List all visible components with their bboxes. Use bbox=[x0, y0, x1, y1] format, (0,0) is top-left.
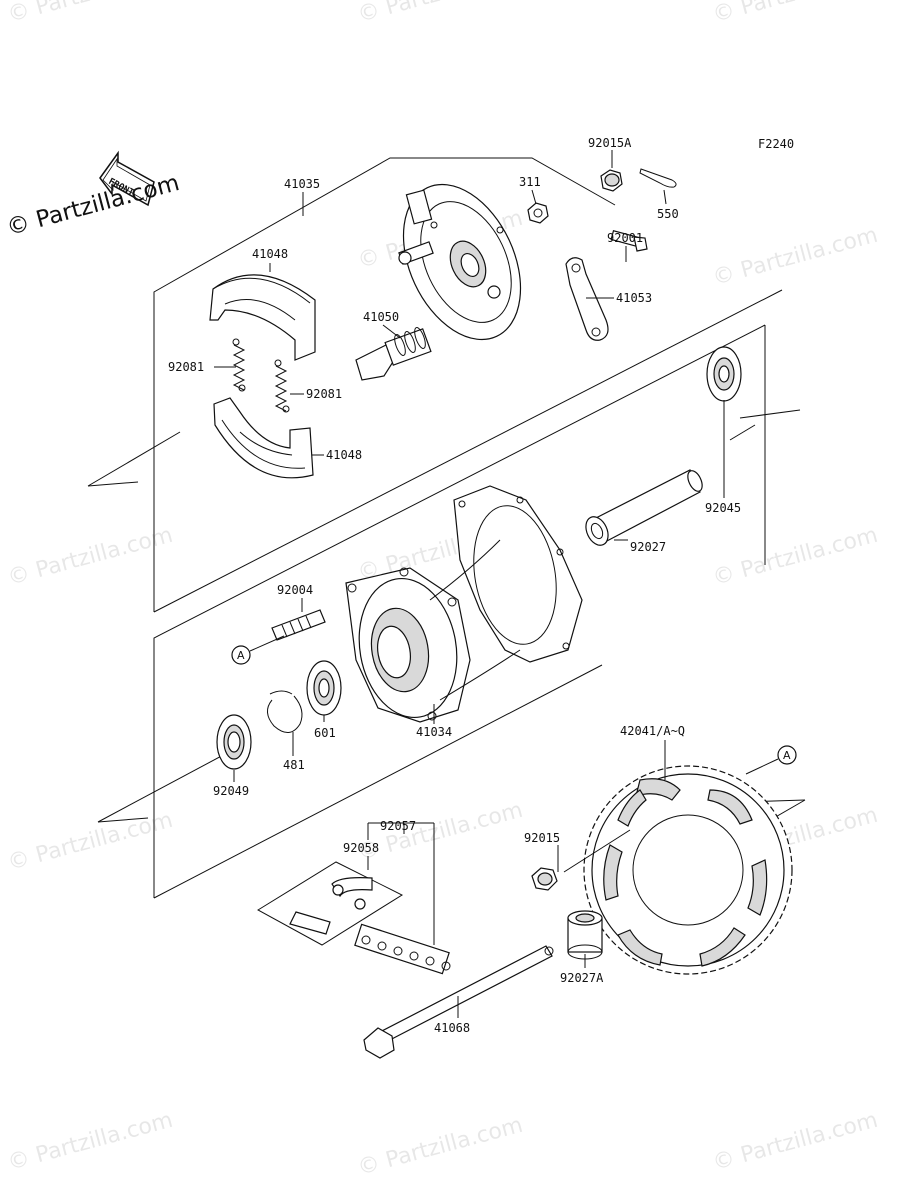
brake-shoe-bottom bbox=[213, 397, 314, 479]
watermark-text: © Partzilla.com bbox=[5, 1108, 175, 1176]
part-label-92081-right: 92081 bbox=[306, 387, 342, 401]
watermark-text: © Partzilla.com bbox=[710, 0, 880, 28]
brake-assembly-frame bbox=[87, 157, 783, 613]
brake-shoe-top bbox=[209, 274, 316, 361]
part-label-92057: 92057 bbox=[380, 819, 416, 833]
callout-a-label: A bbox=[237, 649, 245, 662]
bolt-92001-icon bbox=[610, 230, 648, 252]
collar-92027a-icon bbox=[567, 910, 603, 960]
nut-311-icon bbox=[527, 202, 549, 224]
part-label-311: 311 bbox=[519, 175, 541, 189]
part-label-92027a: 92027A bbox=[560, 971, 604, 985]
part-label-92004: 92004 bbox=[277, 583, 313, 597]
part-label-41048-top: 41048 bbox=[252, 247, 288, 261]
part-label-41050: 41050 bbox=[363, 310, 399, 324]
rear-hub-41034 bbox=[345, 485, 583, 723]
watermark-text: © Partzilla.com bbox=[5, 523, 175, 591]
part-label-42041: 42041/A~Q bbox=[620, 724, 685, 738]
watermark-text: © Partzilla.com bbox=[355, 1113, 525, 1181]
part-label-41035: 41035 bbox=[284, 177, 320, 191]
stud-92004-icon bbox=[271, 609, 326, 641]
figure-code: F2240 bbox=[758, 137, 794, 151]
leader-lines bbox=[214, 150, 725, 1018]
part-label-92045: 92045 bbox=[705, 501, 741, 515]
bearing-92045-icon bbox=[706, 346, 742, 402]
part-label-92081-left: 92081 bbox=[168, 360, 204, 374]
part-label-601: 601 bbox=[314, 726, 336, 740]
chain-joint-92058 bbox=[257, 861, 404, 946]
brake-lever-41053 bbox=[565, 257, 609, 341]
collar-92027-icon bbox=[585, 469, 703, 546]
hub-assembly-frame bbox=[97, 324, 806, 899]
part-label-481: 481 bbox=[283, 758, 305, 772]
oil-seal-92049-icon bbox=[216, 714, 252, 770]
part-label-92015a: 92015A bbox=[588, 136, 632, 150]
sprocket-42041 bbox=[583, 765, 793, 975]
circlip-481-icon bbox=[267, 690, 303, 733]
part-label-92058: 92058 bbox=[343, 841, 379, 855]
cotter-pin-550-icon bbox=[639, 168, 677, 188]
spring-right-icon bbox=[274, 359, 290, 413]
watermark-text: © Partzilla.com bbox=[5, 0, 175, 28]
watermark-text: © Partzilla.com bbox=[710, 523, 880, 591]
callout-a-right: A bbox=[745, 745, 797, 775]
part-label-92015: 92015 bbox=[524, 831, 560, 845]
callout-a-label: A bbox=[783, 749, 791, 762]
watermark-text: © Partzilla.com bbox=[710, 1108, 880, 1176]
part-label-92049: 92049 bbox=[213, 784, 249, 798]
brake-panel bbox=[398, 183, 522, 341]
watermark-text: © Partzilla.com bbox=[710, 223, 880, 291]
spring-left-icon bbox=[232, 338, 246, 392]
nut-92015-icon bbox=[531, 867, 558, 891]
part-label-92027: 92027 bbox=[630, 540, 666, 554]
part-label-550: 550 bbox=[657, 207, 679, 221]
bearing-601-icon bbox=[306, 660, 342, 716]
part-label-41053: 41053 bbox=[616, 291, 652, 305]
part-label-41034: 41034 bbox=[416, 725, 452, 739]
drive-chain-92057 bbox=[354, 923, 451, 975]
axle-41068-icon bbox=[363, 945, 554, 1059]
part-label-41068: 41068 bbox=[434, 1021, 470, 1035]
part-label-92001: 92001 bbox=[607, 231, 643, 245]
part-label-41048-bottom: 41048 bbox=[326, 448, 362, 462]
watermark-text: © Partzilla.com bbox=[355, 0, 525, 28]
part-labels: 41035 41048 92081 92081 41048 41050 9201… bbox=[168, 136, 741, 1035]
callout-a-left: A bbox=[231, 635, 285, 665]
watermark-text: © Partzilla.com bbox=[5, 808, 175, 876]
cap-nut-92015a-icon bbox=[600, 169, 623, 192]
brake-cam-shaft bbox=[355, 327, 432, 381]
